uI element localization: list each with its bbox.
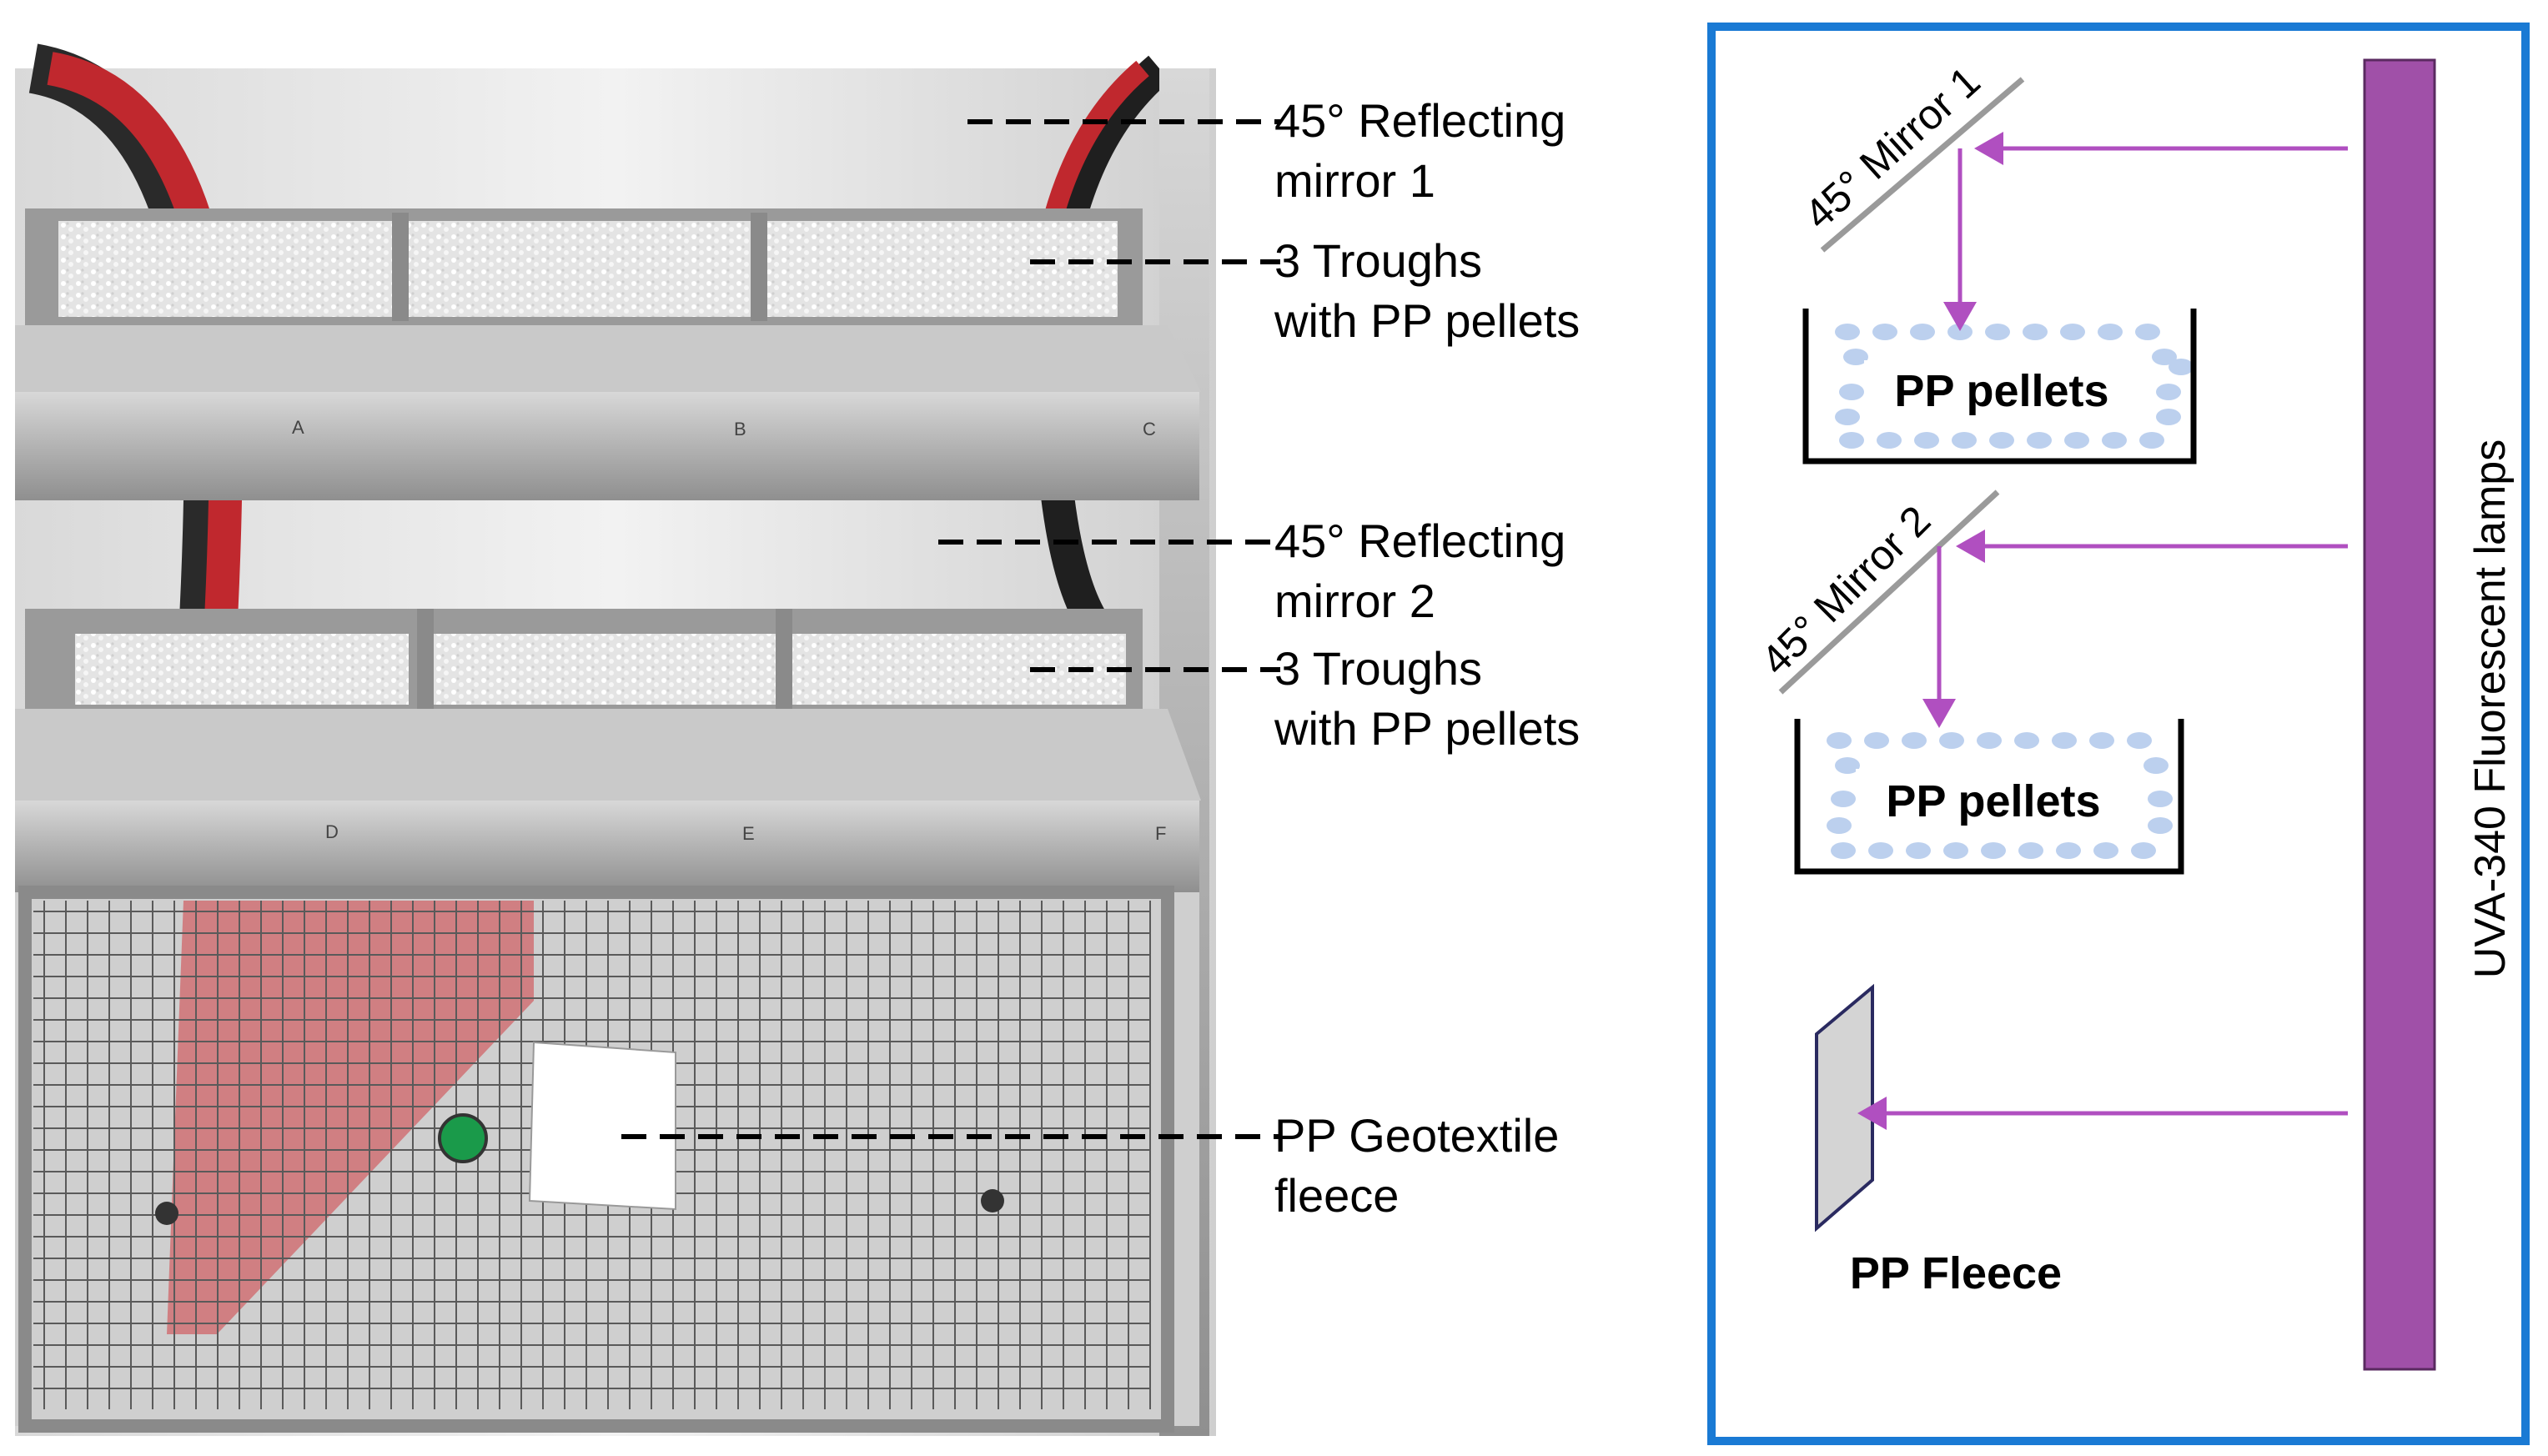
- top-trough-front: [15, 392, 1199, 500]
- top-trough-assembly: A B C: [15, 208, 1201, 500]
- trough-mark-f: F: [1155, 823, 1166, 844]
- trough-mark-c: C: [1143, 419, 1156, 439]
- chamber-photo: A B C D E F: [15, 43, 1216, 1436]
- pellet-dots: [1835, 324, 2194, 449]
- mirror-2: [1778, 490, 2000, 695]
- lamp-label: UVA-340 Fluorescent lamps: [2466, 439, 2515, 978]
- callout-labels: 45° Reflecting mirror 1 3 Troughs with P…: [1274, 94, 1580, 1222]
- trough-mark-d: D: [325, 821, 339, 842]
- callout-troughs-2-line-1: 3 Troughs: [1274, 642, 1482, 695]
- pellets-2-label: PP pellets: [1886, 776, 2100, 826]
- bottom-mirror-shelf: [15, 709, 1201, 801]
- callout-troughs-1-line-1: 3 Troughs: [1274, 234, 1482, 287]
- pp-fleece-sample: [528, 1041, 676, 1211]
- callout-fleece-line-1: PP Geotextile: [1274, 1109, 1559, 1162]
- sensor-disc: [438, 1113, 488, 1163]
- pp-fleece-schematic: [1815, 983, 1874, 1233]
- callout-leaders: [621, 119, 1280, 1139]
- cage-bolt: [981, 1189, 1004, 1212]
- uva-lamp-bar: [2363, 58, 2436, 1371]
- trough-pellets: [434, 634, 776, 705]
- light-rays: [1857, 132, 2348, 1130]
- callout-mirror-1-line-2: mirror 1: [1274, 154, 1435, 207]
- cage-bolt: [155, 1202, 178, 1225]
- trough-mark-a: A: [292, 417, 304, 438]
- trough-mark-e: E: [742, 823, 755, 844]
- trough-pellets: [409, 221, 751, 317]
- mirror-1: [1820, 77, 2025, 253]
- callout-troughs-2-line-2: with PP pellets: [1274, 702, 1580, 755]
- bottom-trough-front: [15, 801, 1199, 892]
- bottom-trough-assembly: D E F: [15, 609, 1201, 892]
- top-mirror-shelf: [15, 325, 1201, 392]
- cage-frame: [18, 886, 1174, 1433]
- callout-fleece-line-2: fleece: [1274, 1169, 1399, 1222]
- fleece-label: PP Fleece: [1850, 1248, 2062, 1298]
- trough-divider: [417, 609, 434, 709]
- pellets-1-label-bg: [1864, 360, 2152, 425]
- pellets-2-label-bg: [1856, 769, 2139, 836]
- mesh-cage: [15, 886, 1199, 1433]
- trough-divider: [751, 213, 767, 321]
- trough-pellets: [767, 221, 1118, 317]
- pellet-dots: [1827, 732, 2173, 859]
- trough-pellets: [75, 634, 409, 705]
- callout-mirror-1-line-1: 45° Reflecting: [1274, 94, 1565, 147]
- callout-mirror-2-line-1: 45° Reflecting: [1274, 515, 1565, 567]
- pellet-trough-2: PP pellets: [1794, 719, 2184, 875]
- trough-mark-b: B: [734, 419, 746, 439]
- trough-divider: [392, 213, 409, 321]
- trough-2-outline: [1794, 719, 2184, 875]
- trough-1-outline: [1802, 309, 2197, 464]
- trough-divider: [776, 609, 792, 709]
- pellets-1-label: PP pellets: [1894, 366, 2108, 416]
- callout-mirror-2-line-2: mirror 2: [1274, 575, 1435, 627]
- pellet-trough-1: PP pellets: [1802, 309, 2197, 464]
- callout-troughs-1-line-2: with PP pellets: [1274, 294, 1580, 347]
- trough-pellets: [58, 221, 392, 317]
- schematic-panel: UVA-340 Fluorescent lamps 45° Mirror 1 4…: [1707, 23, 2530, 1445]
